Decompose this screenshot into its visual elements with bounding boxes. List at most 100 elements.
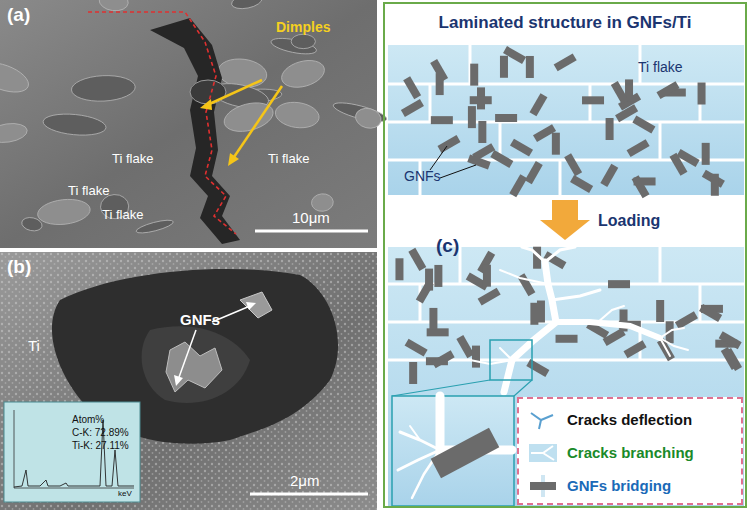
gnf-platelet (409, 362, 417, 384)
gnf-platelet (509, 174, 527, 197)
gnf-platelet (556, 335, 578, 343)
gnf-platelet (656, 81, 679, 99)
sem-texture (71, 74, 136, 103)
eds-value: C-K: 72.89% (72, 427, 129, 438)
flake-label: Ti flake (638, 60, 683, 75)
gnf-platelet (495, 114, 517, 122)
sem-texture (291, 34, 315, 48)
gnf-platelet (478, 121, 486, 143)
legend-box: Cracks deflectionCracks branchingGNFs br… (517, 397, 743, 505)
eds-value: Ti-K: 27.11% (72, 440, 129, 451)
eds-heading: Atom% (72, 414, 104, 425)
gnf-platelet (634, 177, 656, 185)
gnf-platelet (698, 83, 706, 105)
gnf-platelet (408, 248, 426, 271)
gnf-platelet (711, 174, 719, 196)
gnf-platelet (478, 288, 501, 306)
gnf-platelet (525, 161, 543, 184)
gnf-platelet (472, 346, 480, 368)
gnf-platelet (606, 118, 614, 140)
crack-icon (539, 420, 541, 429)
gnf-platelet (500, 56, 508, 78)
gnf-label: GNFs (404, 169, 441, 184)
legend-text: GNFs bridging (567, 477, 671, 494)
gnf-platelet (529, 93, 547, 116)
legend-icon (527, 473, 559, 499)
legend-text: Cracks deflection (567, 411, 692, 428)
crack-icon (531, 446, 553, 453)
gnf-platelet (656, 300, 664, 322)
gnf-platelet (702, 143, 710, 165)
flake-label: Ti flake (102, 208, 143, 222)
sem-texture (36, 197, 91, 227)
gnf-platelet (431, 116, 453, 124)
gnf-platelet (403, 76, 421, 99)
legend-text: Cracks branching (567, 444, 694, 461)
gnf-platelet (470, 64, 478, 86)
sem-texture (0, 121, 28, 145)
sem-texture (0, 57, 32, 98)
feature-label: Dimples (276, 20, 330, 35)
crack-icon (529, 444, 557, 462)
sem-texture (230, 0, 263, 11)
gnf-platelet (483, 265, 491, 287)
gnf-platelet (425, 269, 433, 291)
gnf-platelet (468, 106, 476, 128)
gnf-platelet (537, 301, 545, 323)
sem-image-a (0, 0, 388, 248)
phase-label: Ti (28, 338, 40, 355)
flake-label: Ti flake (112, 152, 153, 166)
panel-letter: (b) (7, 257, 31, 278)
panel-title: Laminated structure in GNFs/Ti (385, 14, 745, 33)
gnf-platelet (570, 175, 593, 193)
gnf-platelet (517, 273, 535, 296)
gnf-platelet (669, 153, 687, 176)
panel-letter: (a) (7, 5, 30, 26)
gnf-platelet (564, 153, 582, 176)
sem-image-b (0, 252, 377, 510)
gnf-platelet (608, 280, 630, 288)
flake-label: Ti flake (268, 152, 309, 166)
gnf-platelet (401, 99, 424, 117)
crack-icon (543, 453, 554, 460)
gnf-platelet (721, 347, 739, 370)
gnf-platelet (600, 164, 618, 187)
gnf-platelet (675, 311, 698, 329)
gnf-label: GNFs (180, 312, 220, 329)
gnf-platelet (456, 335, 474, 358)
gnf-platelet (526, 56, 534, 78)
gnf-platelet (432, 350, 455, 368)
gnf-platelet (434, 265, 442, 287)
crack-icon (531, 413, 553, 420)
gnf-platelet (624, 340, 647, 358)
legend-icon (527, 407, 559, 433)
gnf-platelet (470, 96, 492, 104)
gnf-platelet (436, 73, 444, 95)
sem-texture (279, 56, 328, 92)
gnf-platelet (582, 96, 604, 104)
gnf-platelet (437, 135, 460, 153)
sem-texture (98, 0, 129, 12)
bridge-icon (530, 482, 556, 490)
gnf-platelet (627, 139, 650, 157)
laminate-panel: Ti flakeGNFs (388, 45, 744, 195)
sem-texture (353, 106, 383, 131)
scale-bar-label: 10μm (292, 210, 330, 227)
legend-icon (527, 440, 559, 466)
gnf-platelet (526, 359, 549, 377)
gnf-platelet (611, 81, 629, 104)
sem-texture (274, 100, 321, 131)
gnf-platelet (490, 150, 513, 168)
gnf-platelet (719, 331, 742, 349)
gnf-platelet (632, 115, 655, 133)
sem-texture (221, 98, 276, 136)
sem-texture (42, 111, 107, 137)
laminate-schematic (388, 45, 744, 506)
gnf-platelet (554, 53, 577, 71)
axis-unit: keV (118, 490, 132, 499)
scale-bar-label: 2μm (290, 473, 319, 490)
arrow-label: Loading (598, 212, 660, 230)
gnf-platelet (405, 339, 428, 357)
gnf-platelet (395, 258, 403, 280)
